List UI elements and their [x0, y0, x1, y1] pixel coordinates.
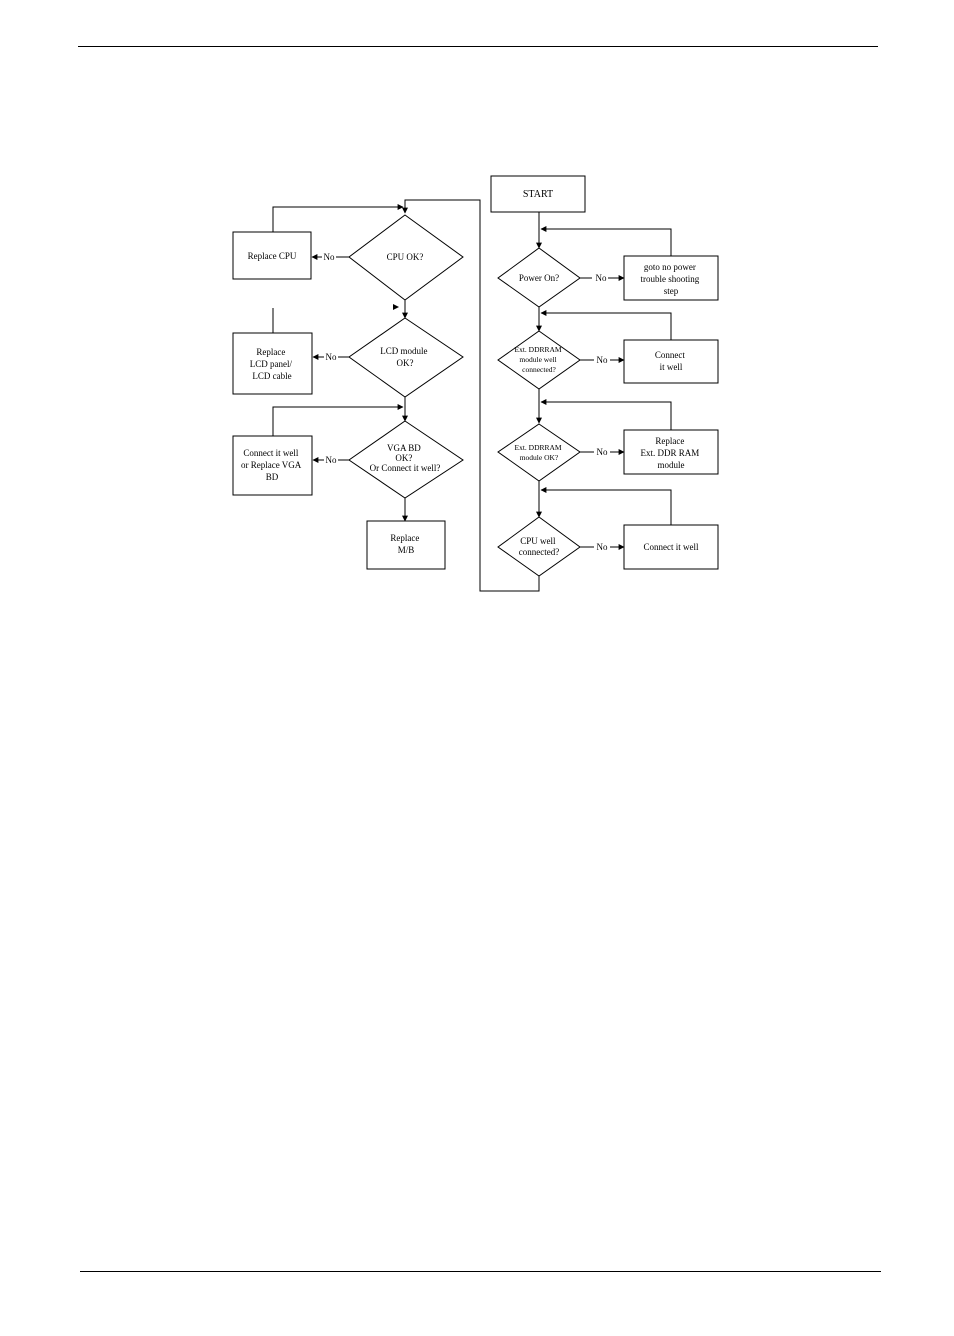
- decision-power-on: [497, 247, 581, 308]
- header-rule: [78, 46, 878, 47]
- left-no-label-cpu: No: [324, 252, 335, 262]
- action-replace-lcd-box: [232, 332, 313, 395]
- left-return-arrow-1: [272, 204, 404, 232]
- left-return-arrow-3: [272, 404, 404, 436]
- action-connect-ddr-box: [623, 339, 719, 384]
- action-replace-lcd-label: Replace LCD panel/ LCD cable: [250, 347, 295, 381]
- decision-cpu-ok-label: CPU OK?: [387, 252, 424, 262]
- action-vga-label: Connect it well or Replace VGA BD: [241, 448, 303, 482]
- action-connect-cpu-box: [623, 524, 719, 570]
- decision-ddr-well-connected: [497, 330, 581, 390]
- decision-power-on-label: Power On?: [519, 273, 559, 283]
- action-connect-ddr-label: Connect it well: [655, 350, 687, 372]
- decision-cpu-well-connected-label: CPU well connected?: [519, 536, 559, 557]
- arrowhead-mark: [393, 304, 399, 310]
- no-label-ddr-ok: No: [597, 447, 608, 457]
- end-replace-mb-box: [366, 520, 446, 570]
- end-replace-mb-label: Replace M/B: [390, 533, 421, 555]
- action-replace-cpu-box: [232, 231, 312, 280]
- decision-vga-ok-label: VGA BD OK? Or Connect it well?: [370, 443, 441, 473]
- action-replace-cpu-label: Replace CPU: [248, 251, 297, 261]
- left-no-label-lcd: No: [326, 352, 337, 362]
- action-replace-ddr-box: [623, 429, 719, 475]
- action-no-power-box: [623, 255, 719, 301]
- action-vga-box: [232, 435, 313, 496]
- no-label-ddr-connected: No: [597, 355, 608, 365]
- start-box: [490, 175, 586, 213]
- decision-lcd-ok: [348, 317, 464, 398]
- decision-cpu-well-connected: [497, 516, 581, 577]
- action-connect-cpu-label: Connect it well: [644, 542, 699, 552]
- no-label-power: No: [596, 273, 607, 283]
- decision-ddr-ok: [497, 423, 581, 482]
- return-arrow-3: [540, 399, 672, 430]
- left-no-label-vga: No: [326, 455, 337, 465]
- loop-to-left-column-arrow: [402, 199, 540, 592]
- decision-vga-ok: [348, 420, 464, 499]
- return-arrow-4: [540, 487, 672, 525]
- decision-lcd-ok-label: LCD module OK?: [380, 346, 430, 368]
- action-no-power-label: goto no power trouble shooting step: [641, 262, 702, 296]
- return-arrow-2: [540, 310, 672, 340]
- start-label: START: [523, 189, 553, 200]
- no-label-cpu-connected: No: [597, 542, 608, 552]
- return-arrow-1: [540, 226, 672, 256]
- decision-ddr-ok-label: Ext. DDRRAM module OK?: [515, 443, 564, 462]
- decision-ddr-well-connected-label: Ext. DDRRAM module well connected?: [515, 345, 564, 374]
- action-replace-ddr-label: Replace Ext. DDR RAM module: [640, 436, 701, 470]
- decision-cpu-ok: [348, 214, 464, 301]
- footer-rule: [80, 1271, 881, 1272]
